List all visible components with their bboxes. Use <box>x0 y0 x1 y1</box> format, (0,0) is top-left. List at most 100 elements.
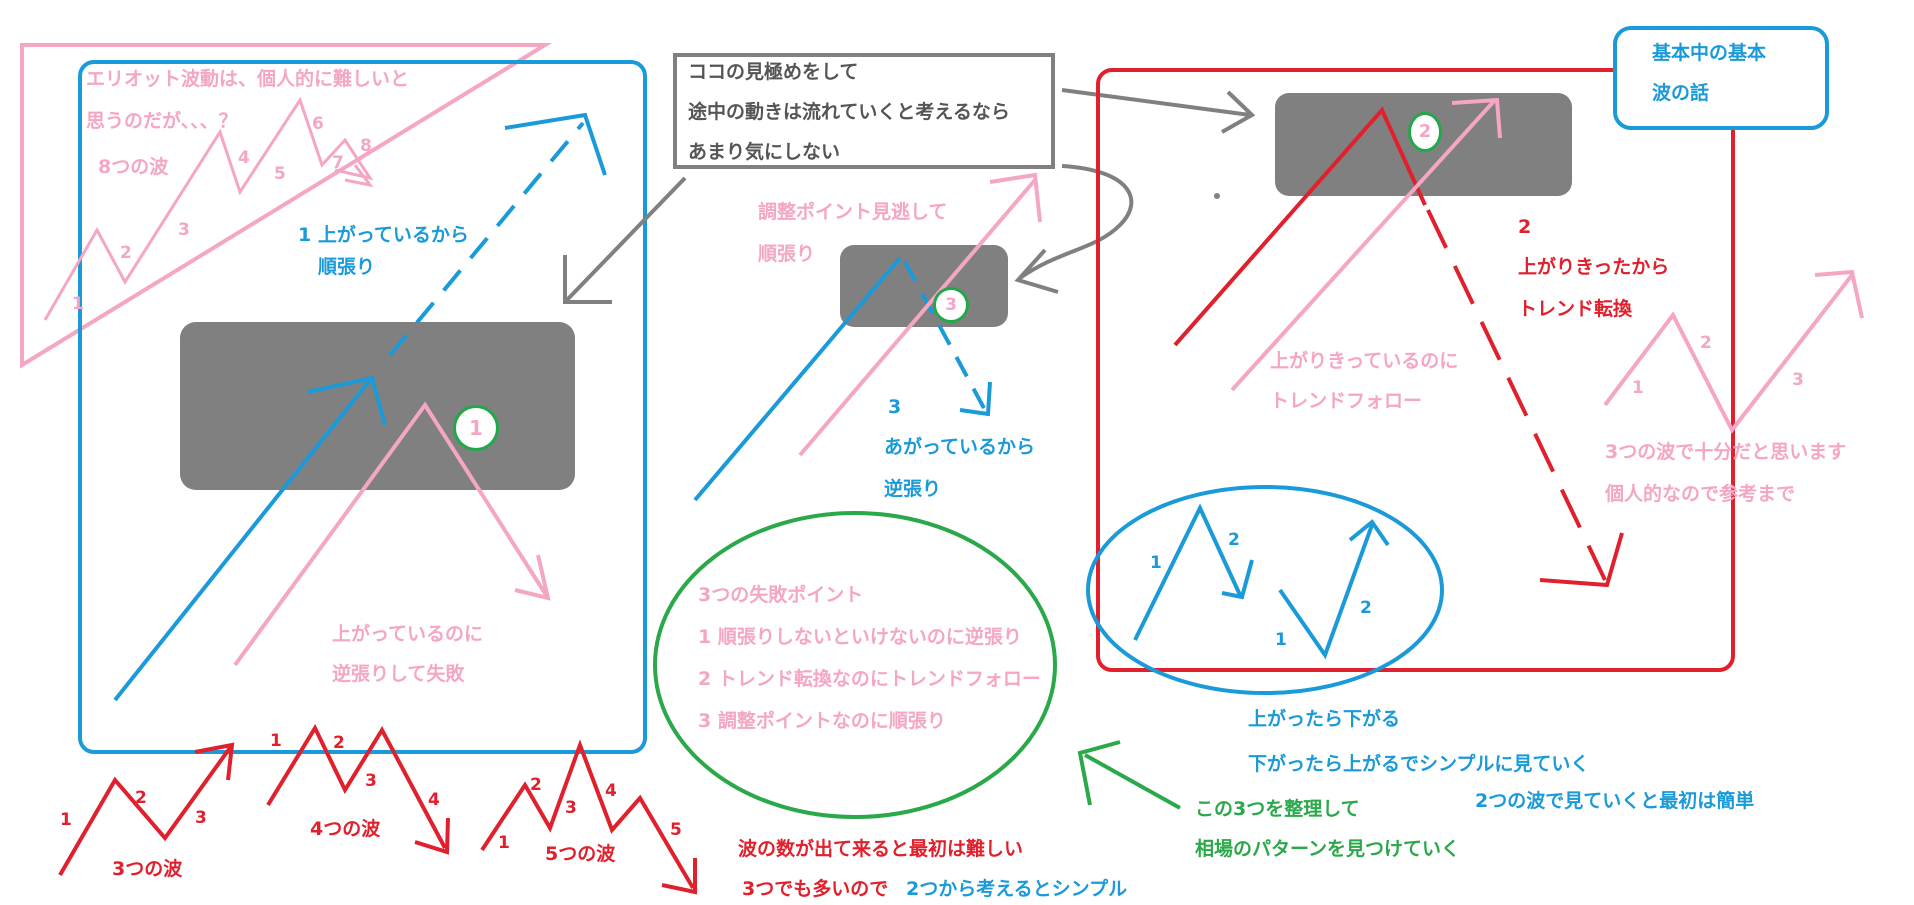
left-blue-rising-line <box>113 378 372 702</box>
right-red-rise <box>1173 106 1427 347</box>
three-wave-text-line1: 3つの波で十分だと思います <box>1605 441 1847 463</box>
right-red-dashed-fall <box>1426 209 1607 581</box>
gray-curved-arrow <box>1018 164 1134 280</box>
red-b-num4: 4 <box>428 790 440 810</box>
oval-a-num2: 2 <box>1228 530 1240 550</box>
red-five-wave-label: 5つの波 <box>545 843 616 865</box>
two-wave-pattern-b <box>1278 524 1374 660</box>
elliott-wave-4: 4 <box>238 148 250 168</box>
middle-blue-fall-arrowhead <box>959 381 992 417</box>
gray-arrow-to-left-head <box>563 255 612 304</box>
red-four-wave-label: 4つの波 <box>310 818 381 840</box>
middle-blue-dashed-fall <box>903 261 987 411</box>
oval-b-num1: 1 <box>1275 630 1287 650</box>
note-box-frame <box>673 53 1055 169</box>
simple-text-line1: 上がったら下がる <box>1248 708 1401 730</box>
three-wave-num3: 3 <box>1792 370 1804 390</box>
red-four-wave-head <box>414 817 450 855</box>
oval-a-num1: 1 <box>1150 553 1162 573</box>
middle-pink-arrowhead <box>989 172 1042 223</box>
elliott-wave-7: 7 <box>332 153 344 173</box>
red-c-num3: 3 <box>565 798 577 818</box>
three-wave-pink-head <box>1814 269 1864 319</box>
elliott-text-line2: 思うのだが、、、？ <box>86 110 238 132</box>
red-c-num2: 2 <box>530 775 542 795</box>
marker-1: 1 <box>453 405 499 451</box>
gray-curved-arrow-head <box>1014 248 1059 294</box>
right-red-fall-arrowhead <box>1539 532 1624 588</box>
red-three-wave <box>58 743 234 877</box>
trendfollow-text-line1: 上がりきっているのに <box>1270 350 1459 372</box>
fail-text-line1: 上がっているのに <box>332 623 484 645</box>
note-line1: ココの見極めをして <box>688 61 859 83</box>
elliott-zigzag <box>43 96 374 321</box>
middle-blue-rising-line <box>693 256 902 502</box>
two-wave-oval <box>1086 485 1444 695</box>
left-pink-rise-fall <box>233 401 550 667</box>
simple-text-line2: 下がったら上がるでシンプルに見ていく <box>1248 753 1590 775</box>
middle-pink-rising-line <box>798 178 1037 457</box>
two-wave-pattern-a-head <box>1221 559 1254 600</box>
three-wave-text-line2: 個人的なので参考まで <box>1605 483 1796 505</box>
follow-text-line1: 1 上がっているから <box>298 224 469 246</box>
middle-num-3: 3 <box>888 396 902 418</box>
rising-text-line1: あがっているから <box>884 436 1036 458</box>
failure-oval <box>653 511 1057 819</box>
failures-item1: 1 順張りしないといけないのに逆張り <box>698 626 1022 648</box>
red-three-wave-head <box>194 742 235 781</box>
red-c-num1: 1 <box>498 833 510 853</box>
red-c-num5: 5 <box>670 820 682 840</box>
fail-text-line2: 逆張りして失敗 <box>332 663 465 685</box>
failures-item3: 3 調整ポイントなのに順張り <box>698 710 946 732</box>
note-line3: あまり気にしない <box>688 141 841 163</box>
simple-text-line3: 2つの波で見ていくと最初は簡単 <box>1475 790 1755 812</box>
red-four-wave <box>266 723 447 849</box>
red-a-num1: 1 <box>60 810 72 830</box>
red-b-num3: 3 <box>365 771 377 791</box>
red-a-num3: 3 <box>195 808 207 828</box>
elliott-wave-6: 6 <box>312 114 324 134</box>
trendfollow-text-line2: トレンドフォロー <box>1270 390 1423 412</box>
gray-arrow-to-left <box>563 176 687 304</box>
right-num-2: 2 <box>1518 216 1532 238</box>
many-waves-text-line2a: 3つでも多いので <box>742 878 889 900</box>
elliott-wave-3: 3 <box>178 220 190 240</box>
many-waves-text-line1: 波の数が出て来ると最初は難しい <box>738 838 1024 860</box>
basic-box-line1: 基本中の基本 <box>1652 42 1767 64</box>
middle-gray-block <box>840 245 1008 327</box>
small-dot <box>1214 193 1220 199</box>
basic-box-line2: 波の話 <box>1652 82 1710 104</box>
rising-text-line2: 逆張り <box>884 478 942 500</box>
gray-arrow-to-right <box>1061 88 1251 117</box>
left-gray-block <box>180 322 575 490</box>
note-line2: 途中の動きは流れていくと考えるなら <box>688 101 1010 123</box>
elliott-triangle <box>20 43 553 369</box>
adjust-text-line1: 調整ポイント見逃して <box>758 201 948 223</box>
topped-text-line1: 上がりきったから <box>1518 256 1670 278</box>
left-blue-arrowhead-low <box>307 375 387 426</box>
left-panel-frame <box>78 60 647 754</box>
marker-3: 3 <box>933 287 969 323</box>
gray-arrow-to-right-head <box>1221 90 1256 134</box>
elliott-text-line1: エリオット波動は、個人的に難しいと <box>86 68 410 90</box>
adjust-text-line2: 順張り <box>758 243 816 265</box>
red-c-num4: 4 <box>605 781 617 801</box>
right-panel-frame <box>1096 68 1735 672</box>
follow-text-line2: 順張り <box>318 256 376 278</box>
oval-b-num2: 2 <box>1360 598 1372 618</box>
three-wave-num2: 2 <box>1700 333 1712 353</box>
right-pink-arrowhead <box>1451 97 1502 139</box>
red-b-num1: 1 <box>270 731 282 751</box>
three-wave-pink <box>1603 273 1854 434</box>
failures-title: 3つの失敗ポイント <box>698 584 864 606</box>
left-pink-fall-arrowhead <box>514 554 551 601</box>
green-pointer-head <box>1077 740 1121 806</box>
green-pointer-line <box>1084 753 1181 810</box>
elliott-wave-5: 5 <box>274 164 286 184</box>
basic-box-frame <box>1613 26 1829 130</box>
right-pink-rising-line <box>1230 98 1497 392</box>
red-five-wave-head <box>661 858 697 895</box>
red-b-num2: 2 <box>333 733 345 753</box>
organize-text-line1: この3つを整理して <box>1195 798 1360 820</box>
